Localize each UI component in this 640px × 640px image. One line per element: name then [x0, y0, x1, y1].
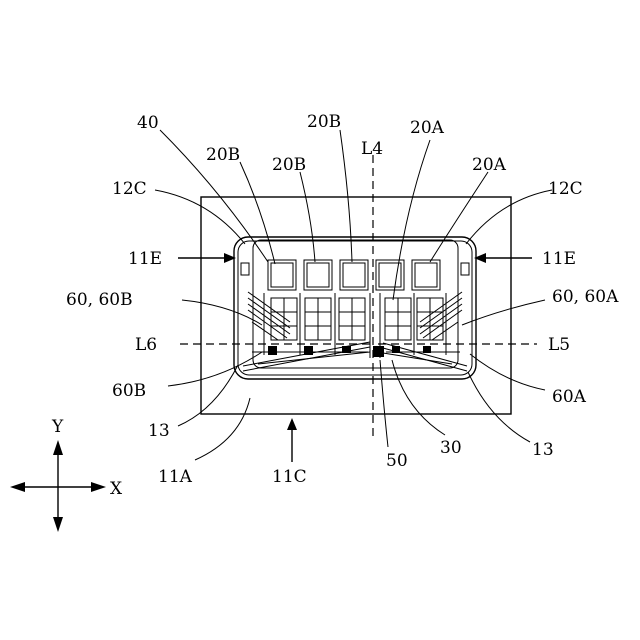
label-11E-right: 11E — [542, 249, 576, 269]
label-Y: Y — [51, 417, 64, 437]
label-20A-b: 20A — [472, 155, 507, 175]
label-20B-a: 20B — [206, 145, 240, 165]
label-11C: 11C — [272, 467, 307, 487]
connection-fingers-60A — [420, 292, 462, 340]
label-60B: 60B — [112, 381, 146, 401]
label-13-left: 13 — [148, 421, 170, 441]
view-arrow-11E-left — [178, 253, 236, 263]
label-L6: L6 — [135, 335, 157, 355]
label-L5: L5 — [548, 335, 570, 355]
view-arrow-11C — [287, 418, 297, 462]
label-L4: L4 — [361, 139, 383, 159]
left-tab — [241, 263, 249, 275]
label-12C-left: 12C — [112, 179, 147, 199]
label-30: 30 — [440, 438, 462, 458]
right-tab — [461, 263, 469, 275]
label-13-right: 13 — [532, 440, 554, 460]
leader-lines — [155, 130, 552, 460]
terminal-heads — [268, 260, 440, 290]
label-20B-b: 20B — [272, 155, 306, 175]
view-arrow-11E-right — [474, 253, 532, 263]
label-50: 50 — [386, 451, 408, 471]
label-11E-left: 11E — [128, 249, 162, 269]
terminal-bodies — [271, 298, 443, 340]
label-60-60A: 60, 60A — [552, 287, 619, 307]
label-11A: 11A — [158, 467, 193, 487]
outer-frame — [201, 197, 511, 414]
coordinate-axes — [10, 440, 106, 532]
label-X: X — [110, 479, 123, 499]
label-40: 40 — [137, 113, 159, 133]
label-20A-a: 20A — [410, 118, 445, 138]
label-60-60B: 60, 60B — [66, 290, 133, 310]
label-60A: 60A — [552, 387, 587, 407]
label-20B-c: 20B — [307, 112, 341, 132]
label-12C-right: 12C — [548, 179, 583, 199]
